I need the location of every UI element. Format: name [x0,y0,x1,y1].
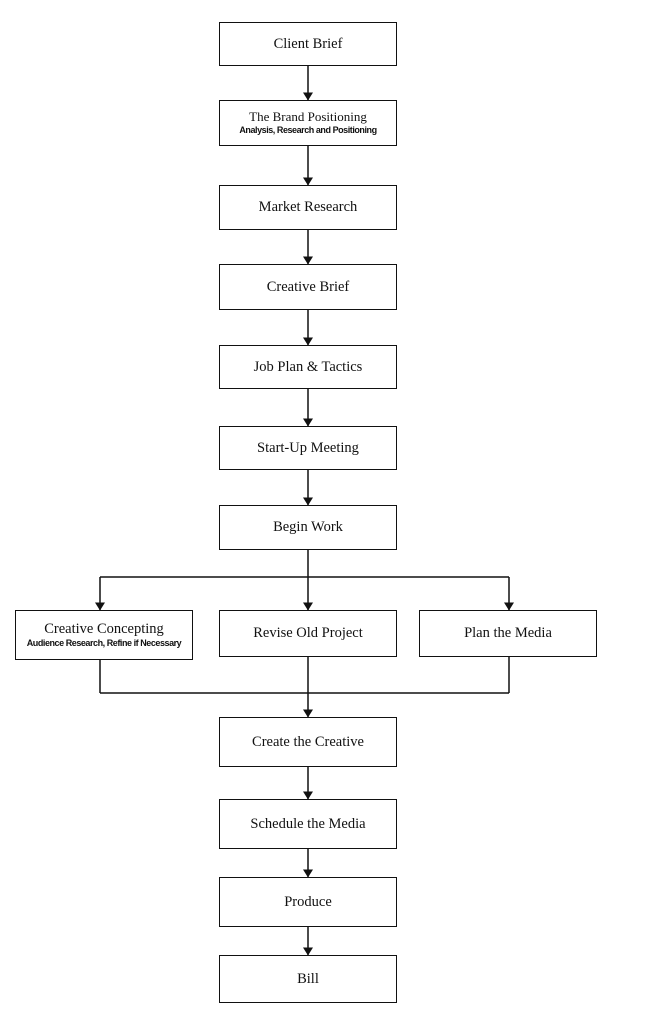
step-begin-work: Begin Work [219,505,397,550]
step-label: Client Brief [273,35,343,52]
step-label: Creative Concepting [44,621,164,638]
step-bill: Bill [219,955,397,1003]
step-create-the-creative: Create the Creative [219,717,397,767]
step-produce: Produce [219,877,397,927]
step-schedule-the-media: Schedule the Media [219,799,397,849]
step-label: Creative Brief [266,278,350,295]
step-revise-old-project: Revise Old Project [219,610,397,657]
step-job-plan: Job Plan & Tactics [219,345,397,389]
step-sublabel: Analysis, Research and Positioning [239,125,377,136]
step-label: Bill [297,970,319,987]
step-label: The Brand Positioning [249,109,367,125]
step-label: Schedule the Media [250,815,366,832]
step-label: Market Research [258,199,358,216]
step-label: Plan the Media [464,625,552,642]
step-start-up-meeting: Start-Up Meeting [219,426,397,470]
step-label: Create the Creative [252,733,364,750]
step-client-brief: Client Brief [219,22,397,66]
step-market-research: Market Research [219,185,397,230]
step-brand-positioning: The Brand Positioning Analysis, Research… [219,100,397,146]
step-creative-concepting: Creative Concepting Audience Research, R… [15,610,193,660]
step-creative-brief: Creative Brief [219,264,397,310]
step-label: Produce [284,893,332,910]
step-label: Start-Up Meeting [257,439,359,456]
step-label: Job Plan & Tactics [253,358,363,375]
step-label: Begin Work [273,519,343,536]
step-label: Revise Old Project [253,625,363,642]
step-sublabel: Audience Research, Refine if Necessary [26,637,182,648]
step-plan-the-media: Plan the Media [419,610,597,657]
